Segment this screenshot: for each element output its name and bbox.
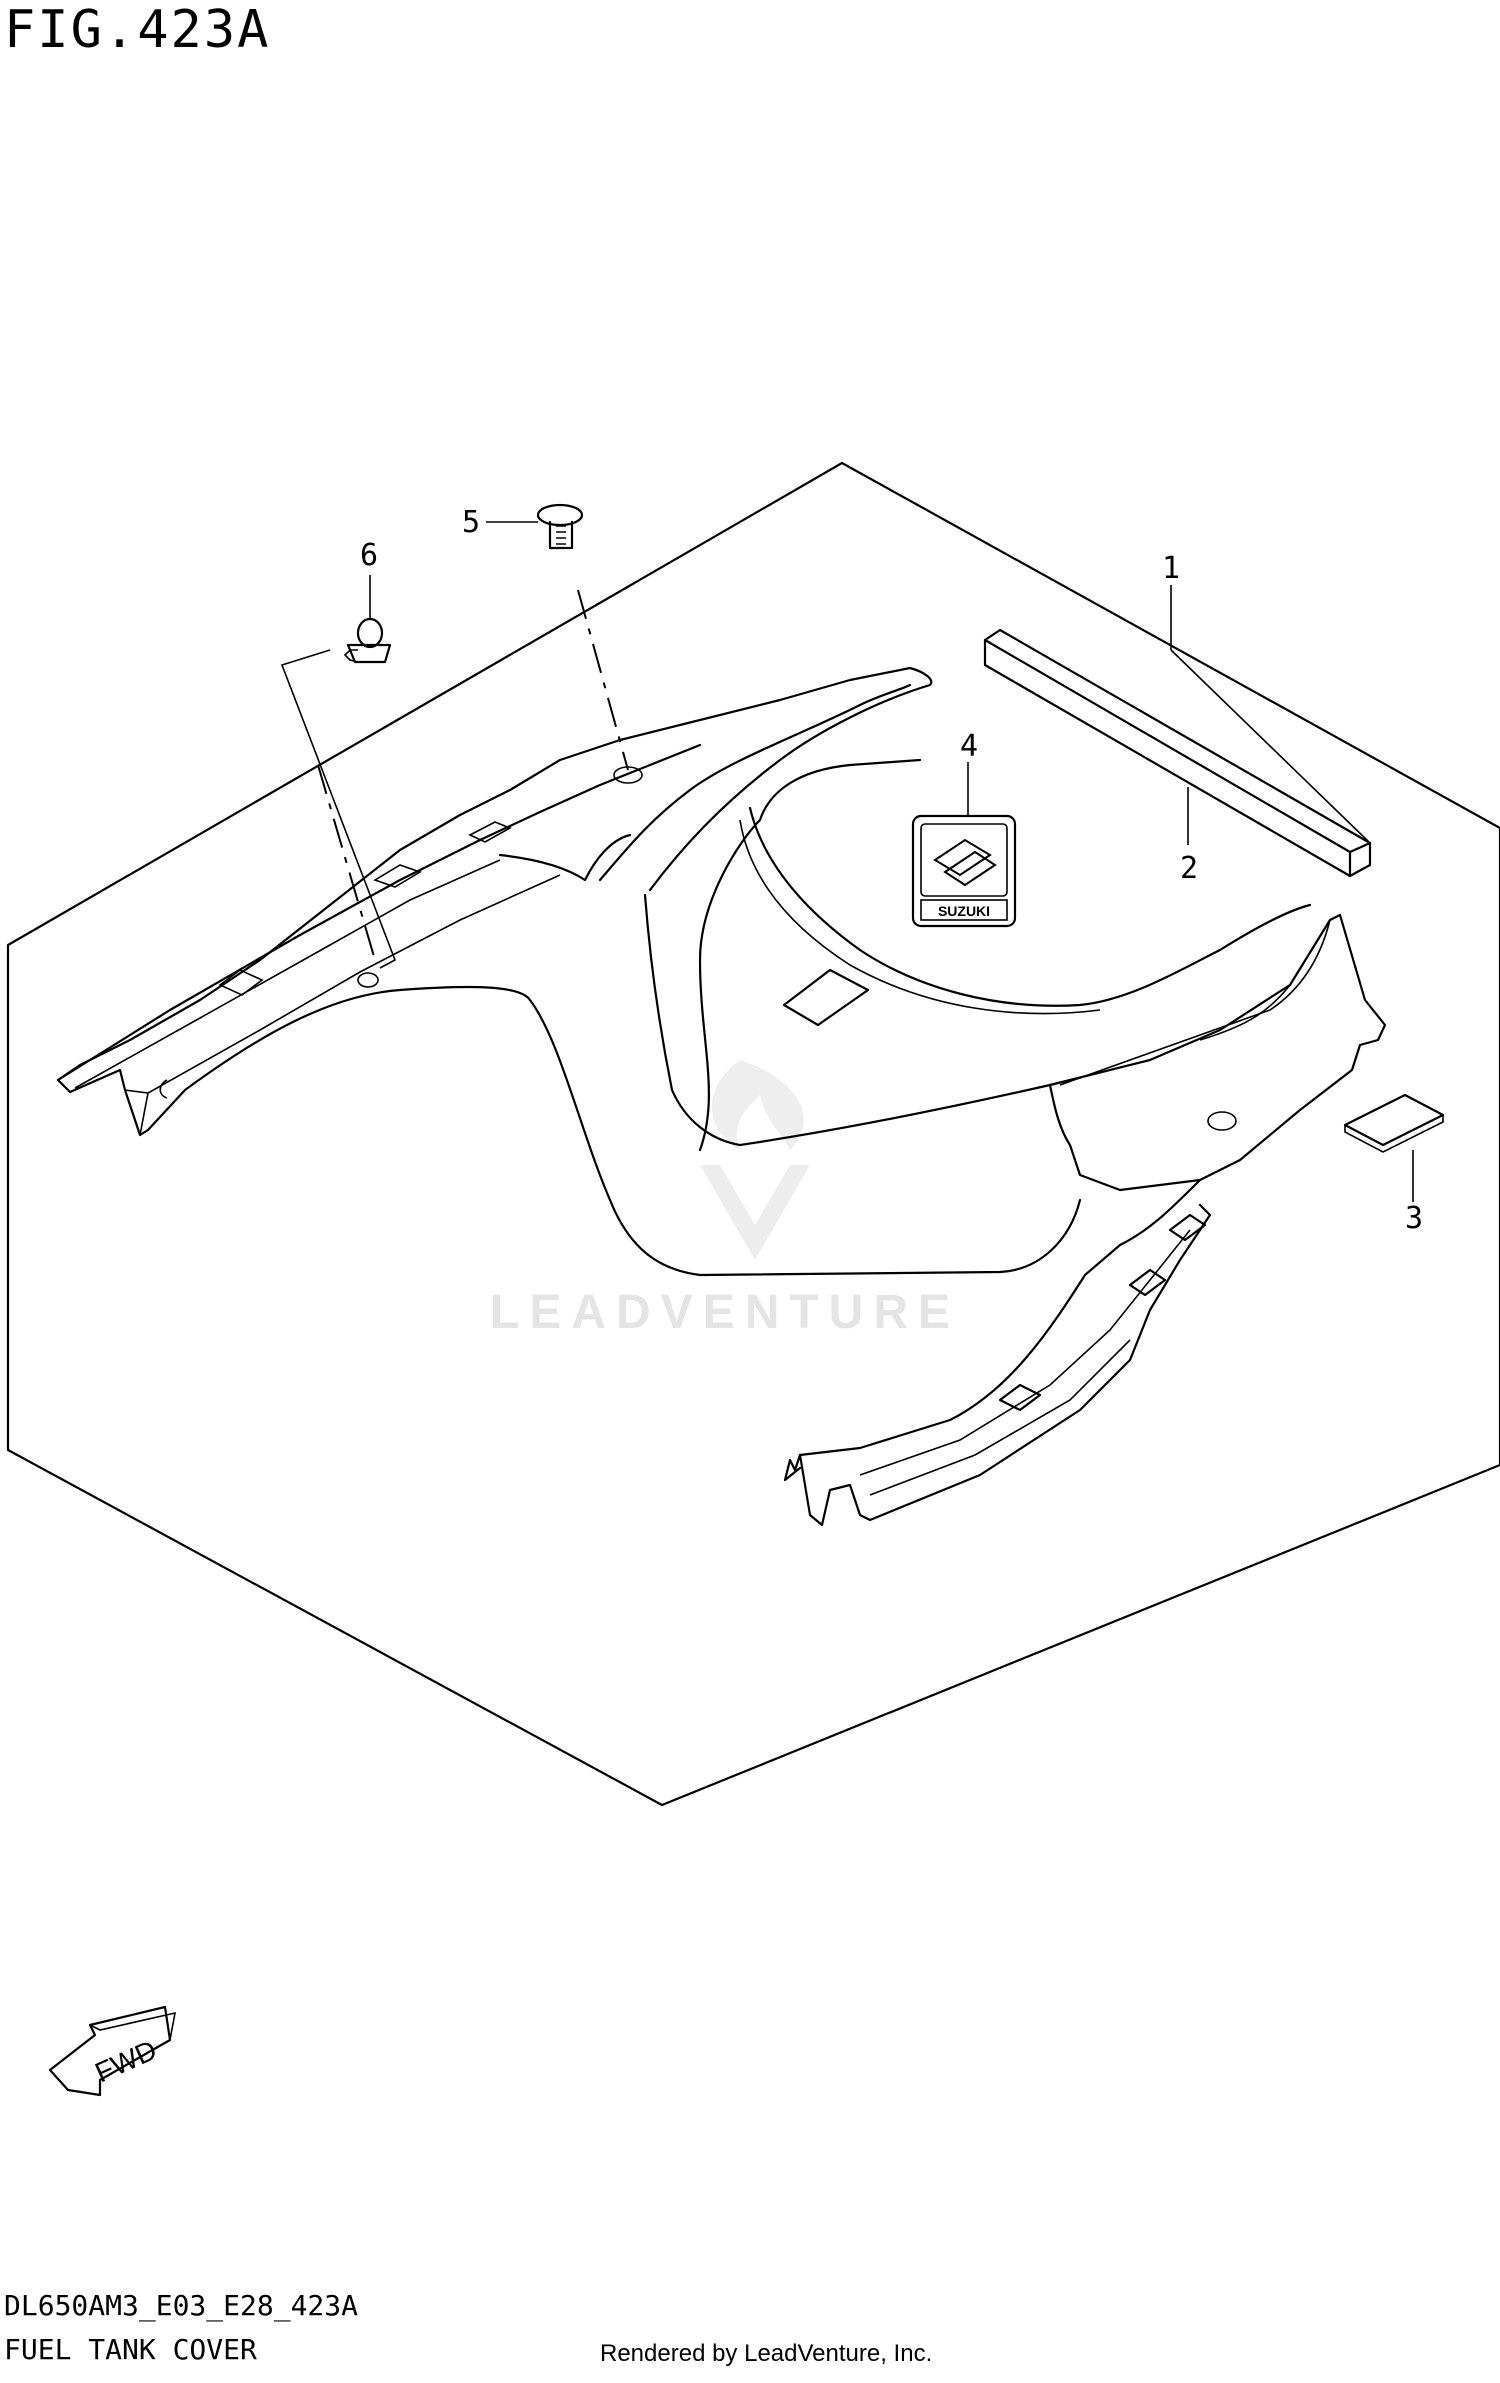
leadventure-logo-icon [700, 1060, 810, 1260]
pad-part [1343, 1093, 1445, 1153]
cushion-strip-part [983, 628, 1372, 878]
emblem-text: SUZUKI [938, 903, 990, 919]
fuel-tank-cover-part [56, 666, 1387, 1527]
figure-title: FIG.423A [4, 0, 271, 60]
assembly-name: FUEL TANK COVER [4, 2333, 257, 2366]
screw-hole [613, 766, 643, 784]
suzuki-logo-icon [933, 838, 997, 887]
screw-axis [577, 589, 629, 771]
callout-5: 5 [462, 505, 480, 540]
assembly-boundary [6, 461, 1500, 1807]
leader-line-1b [1170, 649, 1371, 844]
clip-part [343, 617, 392, 664]
clip-bracket [280, 649, 396, 969]
watermark-text: LEADVENTURE [490, 1286, 960, 1339]
callout-4: 4 [960, 729, 978, 764]
callout-6: 6 [360, 538, 378, 573]
render-credit: Rendered by LeadVenture, Inc. [600, 2340, 933, 2367]
forward-arrow-icon [48, 2005, 177, 2097]
emblem-part: SUZUKI [911, 814, 1017, 928]
callout-3: 3 [1405, 1201, 1423, 1236]
model-code: DL650AM3_E03_E28_423A [4, 2289, 359, 2322]
callout-1: 1 [1162, 551, 1180, 586]
fwd-label: FWD [90, 2034, 161, 2088]
callout-2: 2 [1180, 851, 1198, 886]
screw-part [536, 503, 584, 550]
clip-axis [317, 764, 376, 961]
